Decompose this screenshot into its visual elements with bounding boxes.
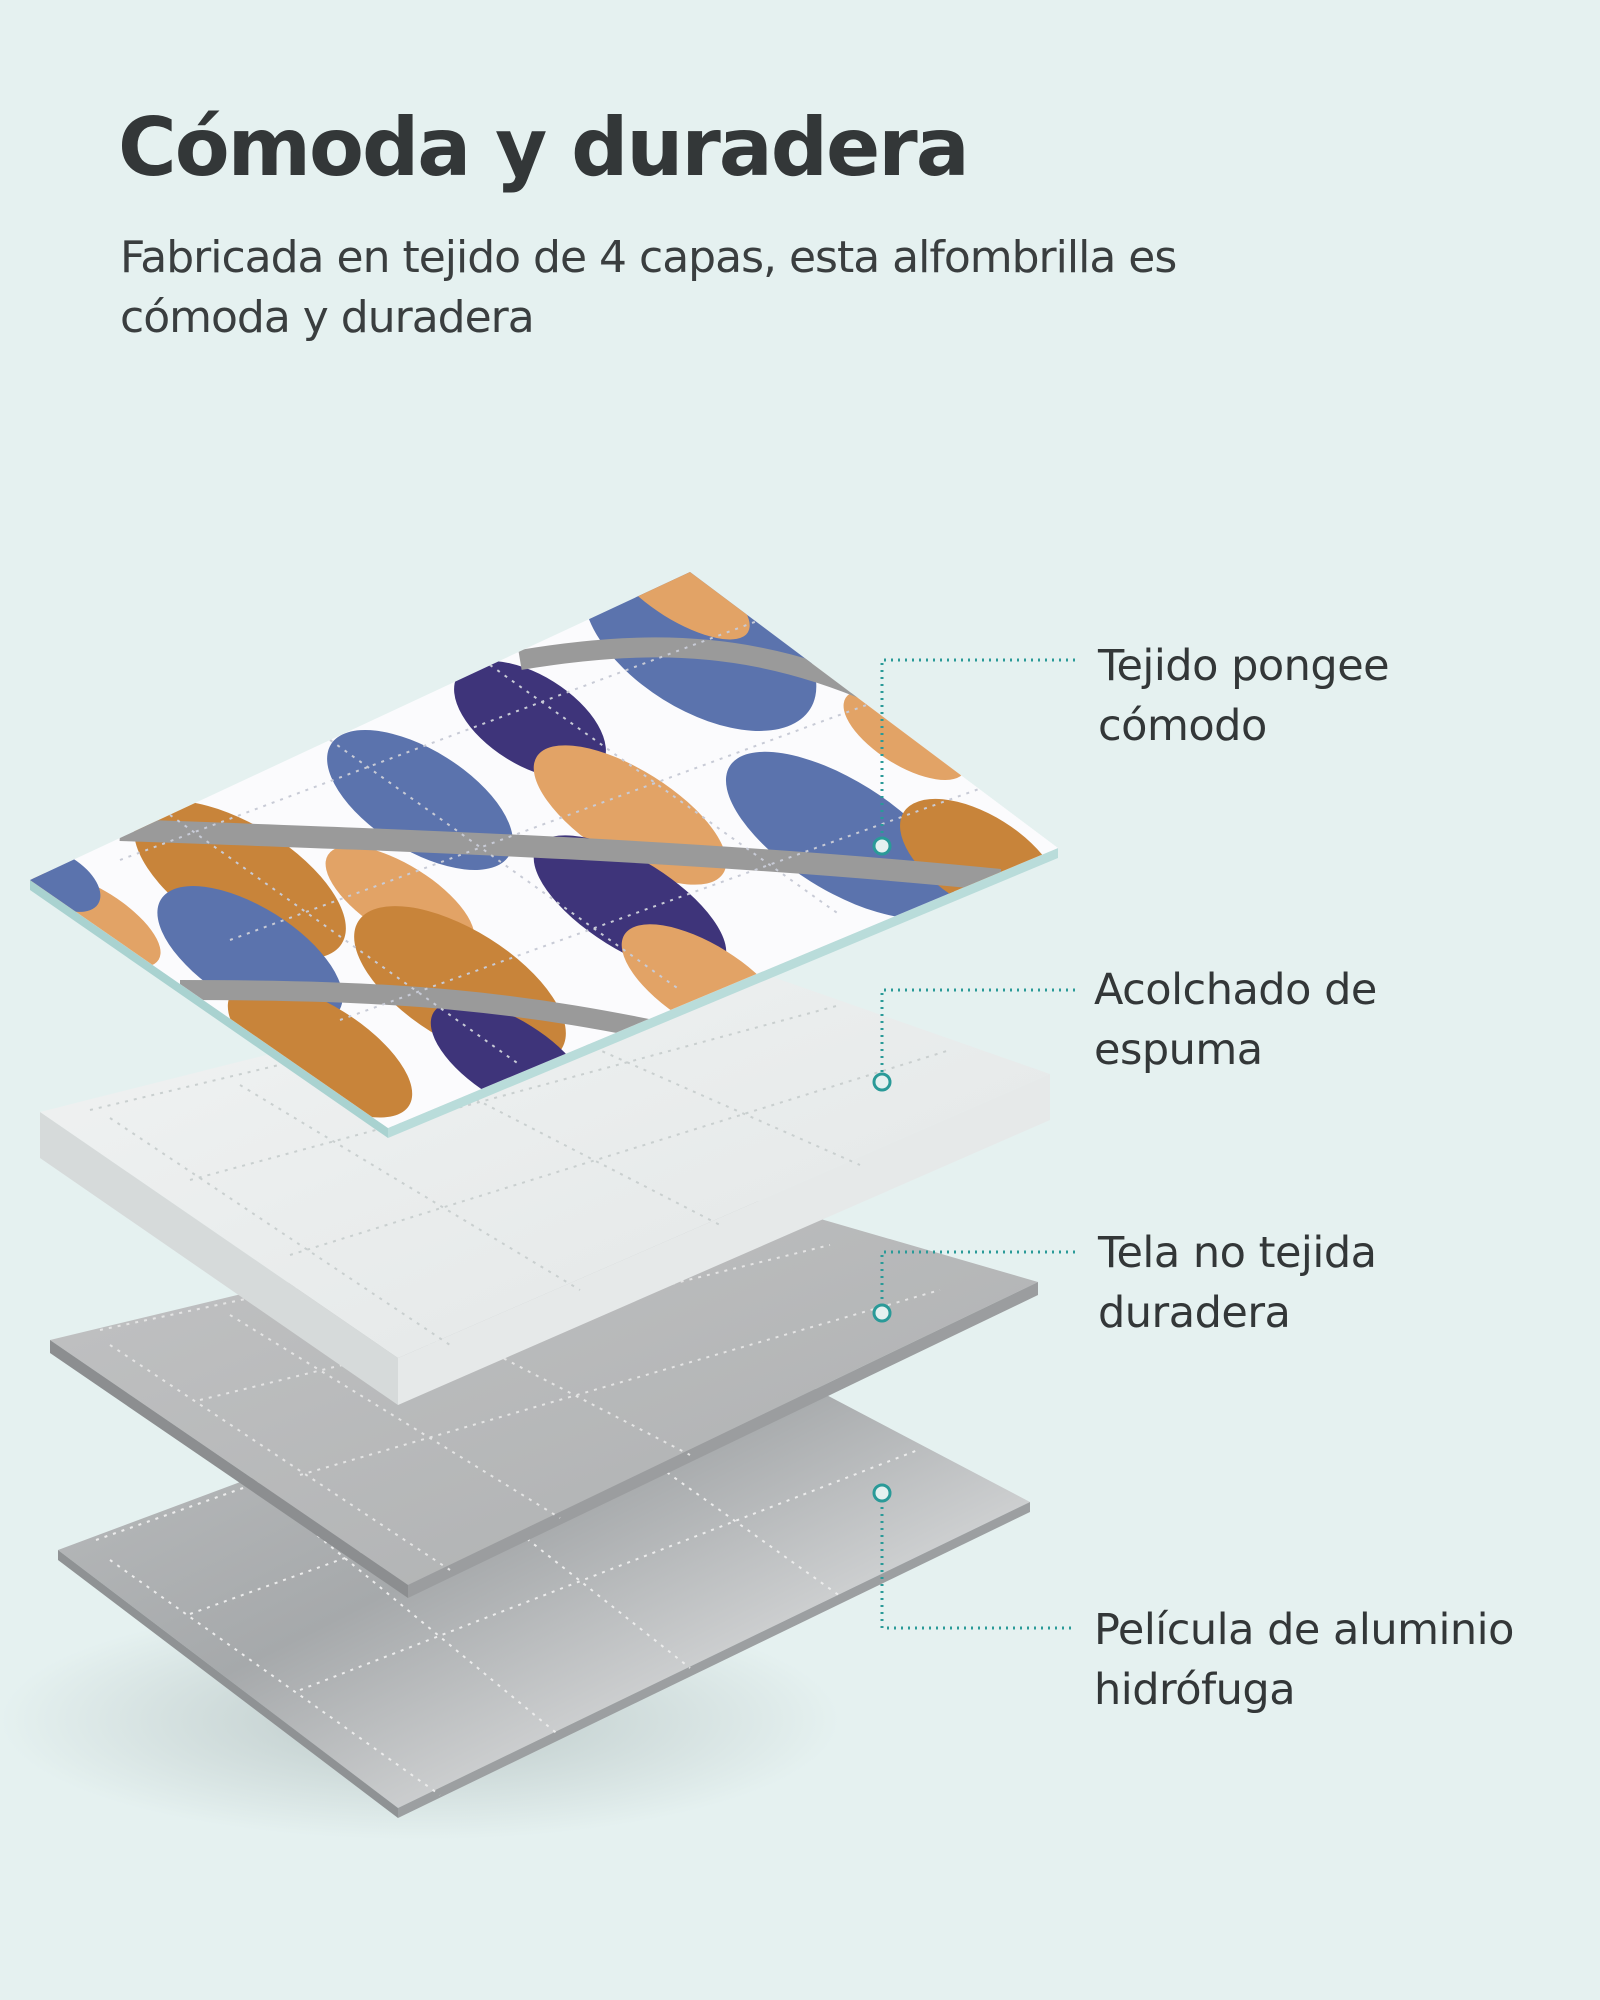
- callout-dot-foil: [872, 1483, 892, 1503]
- layer-label-foam-line2: espuma: [1094, 1025, 1263, 1075]
- callout-nonwoven: [880, 1250, 1075, 1308]
- layer-label-pongee-line1: Tejido pongee: [1098, 641, 1390, 691]
- callout-dot-foam: [872, 1072, 892, 1092]
- layer-label-pongee: Tejido pongee cómodo: [1098, 636, 1390, 756]
- layer-label-foil-line1: Película de aluminio: [1094, 1605, 1514, 1655]
- layer-label-nonwoven-line2: duradera: [1098, 1288, 1291, 1338]
- callout-pongee: [880, 658, 1075, 842]
- layer-label-foam: Acolchado de espuma: [1094, 960, 1377, 1080]
- subtitle-line-2: cómoda y duradera: [120, 292, 535, 343]
- layer-label-foil-line2: hidrófuga: [1094, 1665, 1296, 1715]
- callout-dot-nonwoven: [872, 1303, 892, 1323]
- callout-foam: [880, 988, 1075, 1078]
- subtitle-line-1: Fabricada en tejido de 4 capas, esta alf…: [120, 232, 1177, 283]
- layer-label-foam-line1: Acolchado de: [1094, 965, 1377, 1015]
- layer-label-pongee-line2: cómodo: [1098, 701, 1267, 751]
- layer-label-nonwoven-line1: Tela no tejida: [1098, 1228, 1377, 1278]
- layer-label-nonwoven: Tela no tejida duradera: [1098, 1223, 1377, 1343]
- callout-dot-pongee: [872, 836, 892, 856]
- page-title: Cómoda y duradera: [118, 101, 970, 194]
- callout-foil: [880, 1500, 1075, 1630]
- page-subtitle: Fabricada en tejido de 4 capas, esta alf…: [120, 228, 1320, 348]
- layer-label-foil: Película de aluminio hidrófuga: [1094, 1600, 1514, 1720]
